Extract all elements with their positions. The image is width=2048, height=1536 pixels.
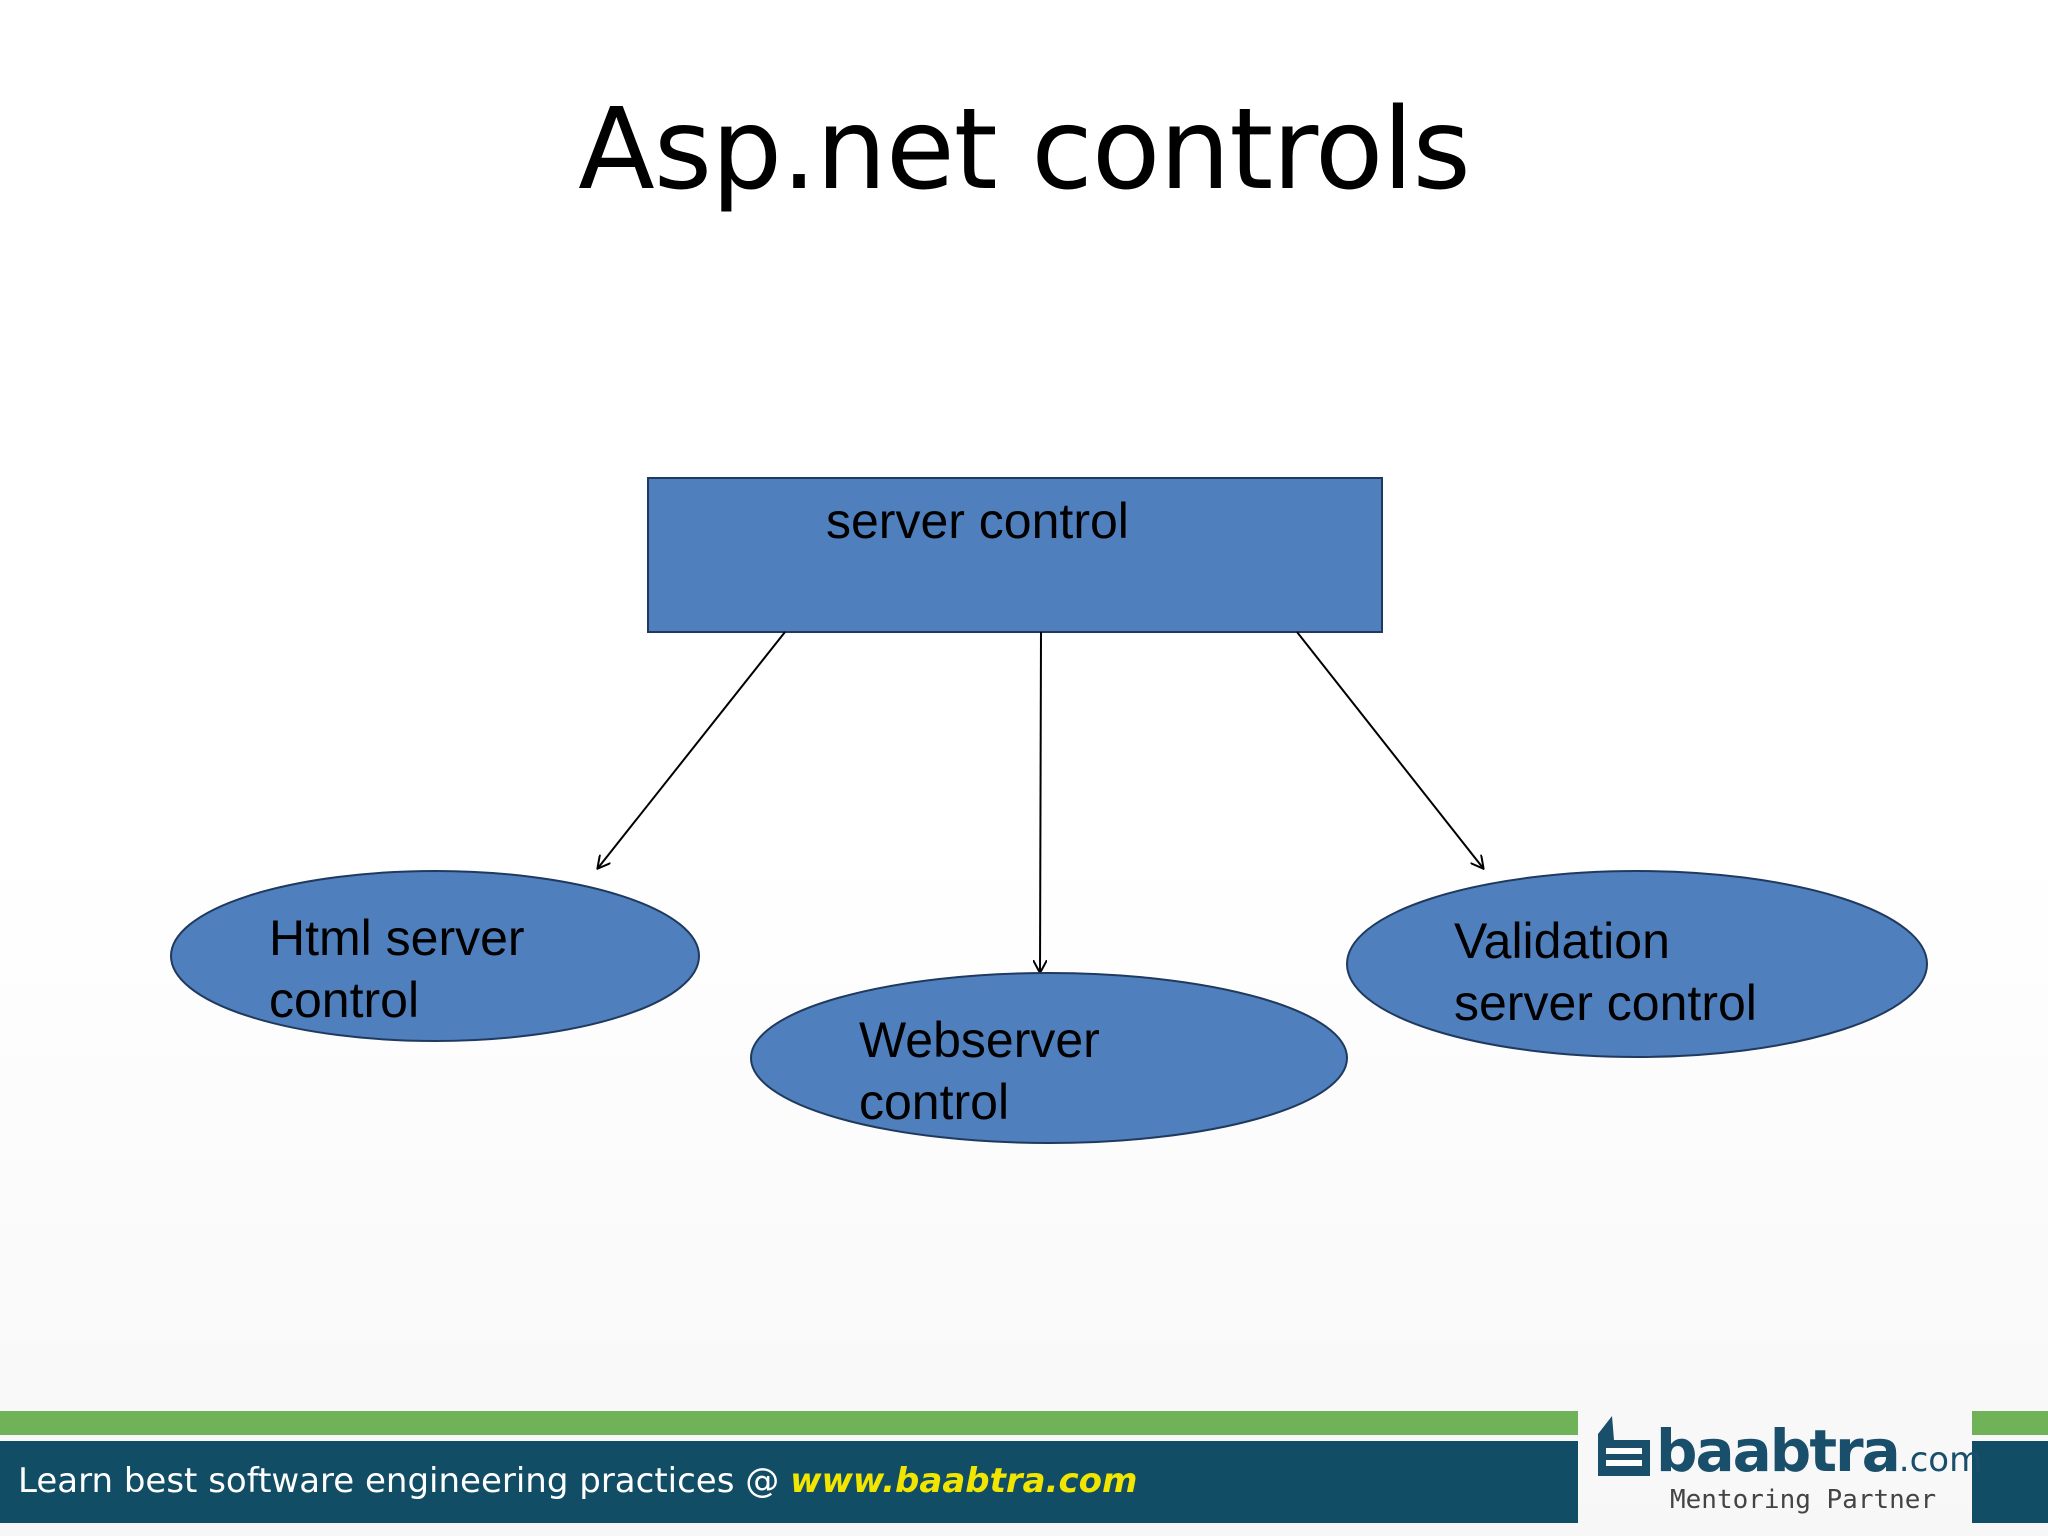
baabtra-logo-icon [1598,1416,1650,1476]
connector-validation [1296,631,1483,868]
footer-bar [0,1441,1578,1523]
connector-html [598,631,786,868]
footer-stripe [0,1411,1578,1435]
baabtra-logo: baabtra.com Mentoring Partner [1592,1408,1982,1526]
validation-server-control-label: Validation server control [1454,913,1757,1031]
logo-suffix: .com [1898,1440,1983,1480]
webserver-control-node [750,972,1348,1144]
webserver-control-label: Webserver control [859,1012,1100,1130]
logo-tagline: Mentoring Partner [1670,1485,1937,1515]
html-server-control-node [170,870,700,1042]
footer-tagline-text: Learn best software engineering practice… [18,1461,791,1501]
html-server-control-label: Html server control [269,910,525,1028]
footer-tagline: Learn best software engineering practice… [18,1457,1137,1505]
slide-title: Asp.net controls [578,85,1471,215]
root-node-box [647,477,1383,633]
root-node-label: server control [826,493,1129,549]
footer-website-link[interactable]: www.baabtra.com [790,1461,1138,1501]
logo-wordmark: baabtra.com [1656,1416,1982,1495]
logo-name: baabtra [1656,1417,1901,1485]
validation-server-control-node [1346,870,1928,1058]
footer-stripe-right [1972,1411,2048,1435]
connector-webserver [1040,631,1041,972]
footer-bar-right [1972,1441,2048,1523]
